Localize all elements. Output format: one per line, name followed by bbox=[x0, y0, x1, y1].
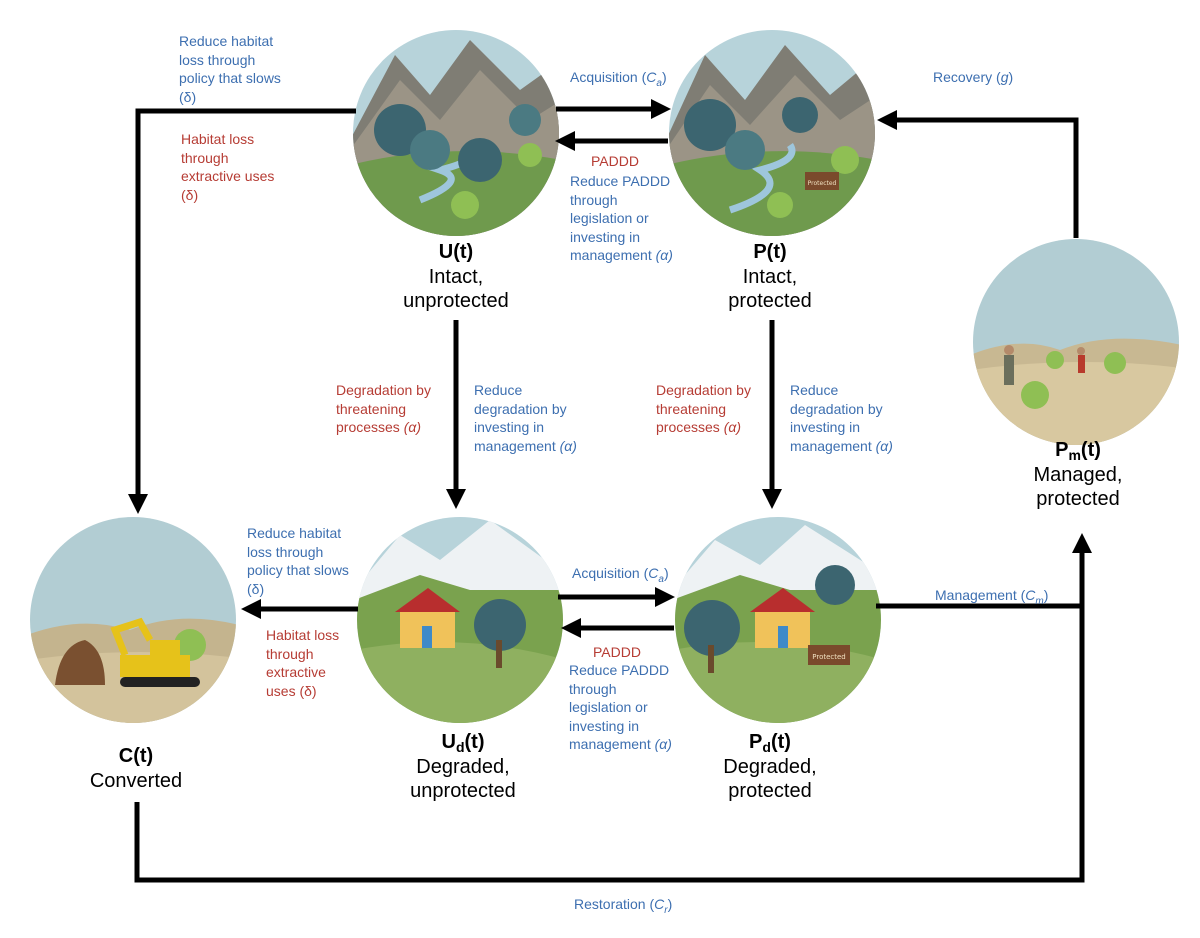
intact-protected-image: Protected bbox=[669, 30, 875, 236]
label-reduce-degradation-right: Reduce degradation by investing in manag… bbox=[790, 382, 893, 454]
label-degradation-left: Degradation by threatening processes (α) bbox=[336, 382, 431, 435]
arrows bbox=[128, 99, 1092, 883]
label-acquisition-bottom: Acquisition (Ca) bbox=[572, 565, 669, 585]
label-restoration: Restoration (Cr) bbox=[574, 896, 673, 916]
label-reduce-habitat-loss-bottom: Reduce habitat loss through policy that … bbox=[247, 525, 349, 597]
label-paddd-top: PADDD bbox=[591, 153, 639, 169]
converted-image bbox=[30, 517, 236, 723]
degraded-unprotected-image bbox=[357, 517, 563, 723]
label-habitat-loss-top: Habitat loss through extractive uses (δ) bbox=[181, 131, 275, 203]
intact-unprotected-image bbox=[353, 30, 559, 236]
state-u: U(t) Intact, unprotected bbox=[403, 241, 509, 312]
label-reduce-paddd-bottom: Reduce PADDD through legislation or inve… bbox=[569, 662, 672, 752]
state-c: C(t) Converted bbox=[89, 745, 183, 792]
protected-sign-text: Protected bbox=[808, 180, 837, 187]
arrow-u-to-c bbox=[128, 108, 356, 514]
label-habitat-loss-bottom: Habitat loss through extractive uses (δ) bbox=[266, 627, 340, 699]
arrow-restoration bbox=[134, 533, 1092, 883]
label-reduce-habitat-loss-top: Reduce habitat loss through policy that … bbox=[179, 33, 281, 105]
state-p: P(t) Intact, protected bbox=[728, 241, 812, 312]
label-reduce-paddd-top: Reduce PADDD through legislation or inve… bbox=[570, 173, 673, 263]
state-pm: Pm(t) Managed, protected bbox=[1033, 439, 1123, 510]
state-pd: Pd(t) Degraded, protected bbox=[723, 731, 817, 802]
label-recovery: Recovery (g) bbox=[933, 69, 1014, 85]
state-ud: Ud(t) Degraded, unprotected bbox=[410, 731, 516, 802]
label-management: Management (Cm) bbox=[935, 587, 1049, 607]
label-paddd-bottom: PADDD bbox=[593, 644, 641, 660]
managed-protected-image bbox=[973, 239, 1179, 445]
degraded-protected-image: Protected bbox=[675, 517, 881, 723]
label-reduce-degradation-left: Reduce degradation by investing in manag… bbox=[474, 382, 577, 454]
label-degradation-right: Degradation by threatening processes (α) bbox=[656, 382, 751, 435]
protected-sign-text-2: Protected bbox=[812, 653, 846, 661]
arrow-recovery bbox=[877, 110, 1079, 238]
label-acquisition-top: Acquisition (Ca) bbox=[570, 69, 667, 89]
